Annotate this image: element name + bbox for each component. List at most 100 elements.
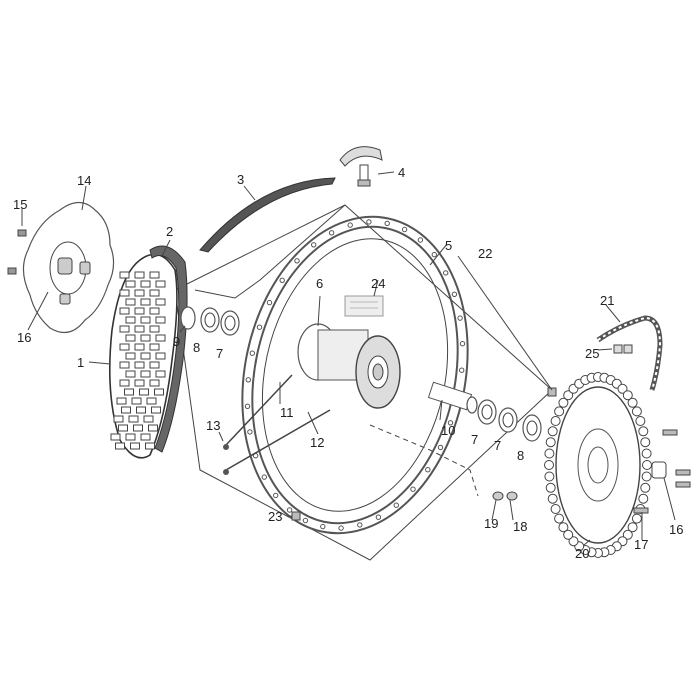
callout-4: 4 (398, 165, 405, 180)
spoke-hole (261, 474, 267, 480)
callout-9: 9 (173, 334, 180, 349)
spoke-hole (328, 230, 335, 236)
label-sticker (344, 295, 384, 317)
sprocket-tooth (640, 482, 651, 493)
spoke-hole (244, 403, 251, 409)
tyre (109, 253, 178, 459)
spoke-hole (273, 492, 279, 499)
callout-8b: 8 (517, 448, 524, 463)
spoke-hole (393, 502, 399, 508)
spoke-hole (302, 517, 309, 524)
spoke-hole (437, 444, 444, 451)
leader-lines (21, 171, 676, 546)
tread-block (119, 343, 130, 351)
rear-sprocket (544, 372, 652, 558)
tread-block (134, 307, 145, 315)
spoke-hole (245, 377, 252, 383)
callout-2: 2 (166, 224, 173, 239)
sprocket-tooth (554, 513, 565, 524)
tread-block (125, 352, 136, 360)
callout-18: 18 (513, 519, 527, 534)
left-bearings (180, 306, 240, 336)
tread-block (119, 379, 130, 387)
tread-block (149, 289, 160, 297)
callout-15: 15 (13, 197, 27, 212)
spoke-hole (347, 222, 353, 228)
spoke-hole (384, 220, 390, 227)
callout-13: 13 (206, 418, 220, 433)
tread-block (124, 388, 134, 396)
tread-block (119, 307, 130, 315)
spoke-hole (401, 226, 408, 233)
tube-valve (339, 146, 383, 187)
tread-block (155, 370, 166, 378)
sprocket-tooth (550, 416, 561, 426)
tread-block (134, 343, 145, 351)
sprocket-tooth (544, 460, 554, 470)
spoke-hole (311, 242, 317, 248)
callout-23: 23 (268, 509, 282, 524)
spoke-hole (279, 277, 285, 283)
spoke-hole (417, 237, 424, 243)
callout-1: 1 (77, 355, 84, 370)
callout-8a: 8 (193, 340, 200, 355)
callout-21: 21 (600, 293, 614, 308)
tread-block (125, 433, 136, 441)
tread-block (131, 397, 142, 405)
spoke-hole (443, 270, 449, 276)
tread-block (134, 325, 145, 333)
assembly-outline (174, 204, 553, 561)
tread-block (134, 271, 145, 279)
wheel-hub (297, 323, 401, 409)
tread-block (155, 334, 166, 342)
sprocket-tooth (563, 390, 574, 401)
sprocket-bolts (547, 387, 691, 514)
tread-block (149, 361, 160, 369)
tread-block (118, 424, 128, 432)
sprocket-tooth (638, 426, 649, 437)
sprocket-tooth (617, 383, 628, 394)
tread-block (151, 406, 161, 414)
spoke-hole (266, 299, 273, 306)
spoke-hole (294, 258, 300, 264)
tread-block (119, 271, 130, 279)
sprocket-tooth (547, 493, 558, 504)
sprocket-tooth (641, 448, 652, 459)
spoke-hole (286, 507, 293, 513)
callout-16a: 16 (17, 330, 31, 345)
tread-block (143, 415, 154, 423)
tread-block (128, 415, 139, 423)
tread-block (155, 316, 166, 324)
callout-14: 14 (77, 173, 91, 188)
spoke-hole (459, 341, 466, 347)
spokes (223, 374, 331, 475)
callout-12: 12 (310, 435, 324, 450)
callout-10: 10 (441, 423, 455, 438)
tread-block (115, 442, 125, 450)
callout-7b: 7 (471, 432, 478, 447)
drive-chain (596, 315, 663, 391)
spoke-hole (249, 350, 256, 356)
tread-block (136, 406, 146, 414)
tread-block (155, 352, 166, 360)
tread-block (125, 316, 136, 324)
tread-block (149, 271, 160, 279)
sprocket-tooth (635, 416, 646, 426)
sprocket-tooth (545, 482, 556, 493)
spoke-hole (447, 420, 454, 426)
tread-block (125, 370, 136, 378)
tread-block (146, 397, 157, 405)
tread-block (139, 388, 149, 396)
tread-block (134, 379, 145, 387)
tread-block (149, 343, 160, 351)
spoke-hole (425, 467, 431, 473)
tread-block (110, 433, 121, 441)
tread-block (155, 280, 166, 288)
sprocket-tooth (568, 536, 579, 547)
spoke-hole (410, 486, 416, 492)
rim (241, 215, 469, 535)
sprocket-tooth (622, 529, 633, 540)
tread-block (113, 415, 124, 423)
